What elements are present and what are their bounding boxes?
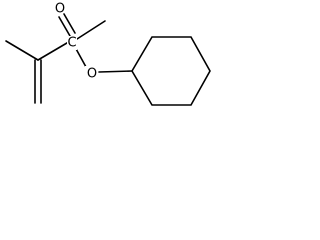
chemical-structure-diagram: O C O xyxy=(5,2,211,106)
bond-methyl-to-alkene xyxy=(5,40,39,61)
bond-ester-oxygen-to-ring xyxy=(98,70,133,73)
carbonyl-carbon-label-background xyxy=(67,36,77,50)
ester-oxygen-label-background xyxy=(85,66,98,81)
bond-alkene-to-carbonyl-carbon xyxy=(37,39,73,61)
bond-carbonyl-double-b xyxy=(63,13,76,34)
bond-carbonyl-carbon-to-ester-oxygen xyxy=(74,46,87,68)
bond-carbonyl-carbon-to-methyl xyxy=(76,20,106,40)
ester-oxygen-label: O xyxy=(87,67,97,82)
carbonyl-oxygen-label: O xyxy=(55,2,65,17)
bond-carbonyl-double-a xyxy=(58,16,71,37)
carbonyl-carbon-label: C xyxy=(67,36,76,51)
cyclohexane-ring xyxy=(131,36,211,106)
